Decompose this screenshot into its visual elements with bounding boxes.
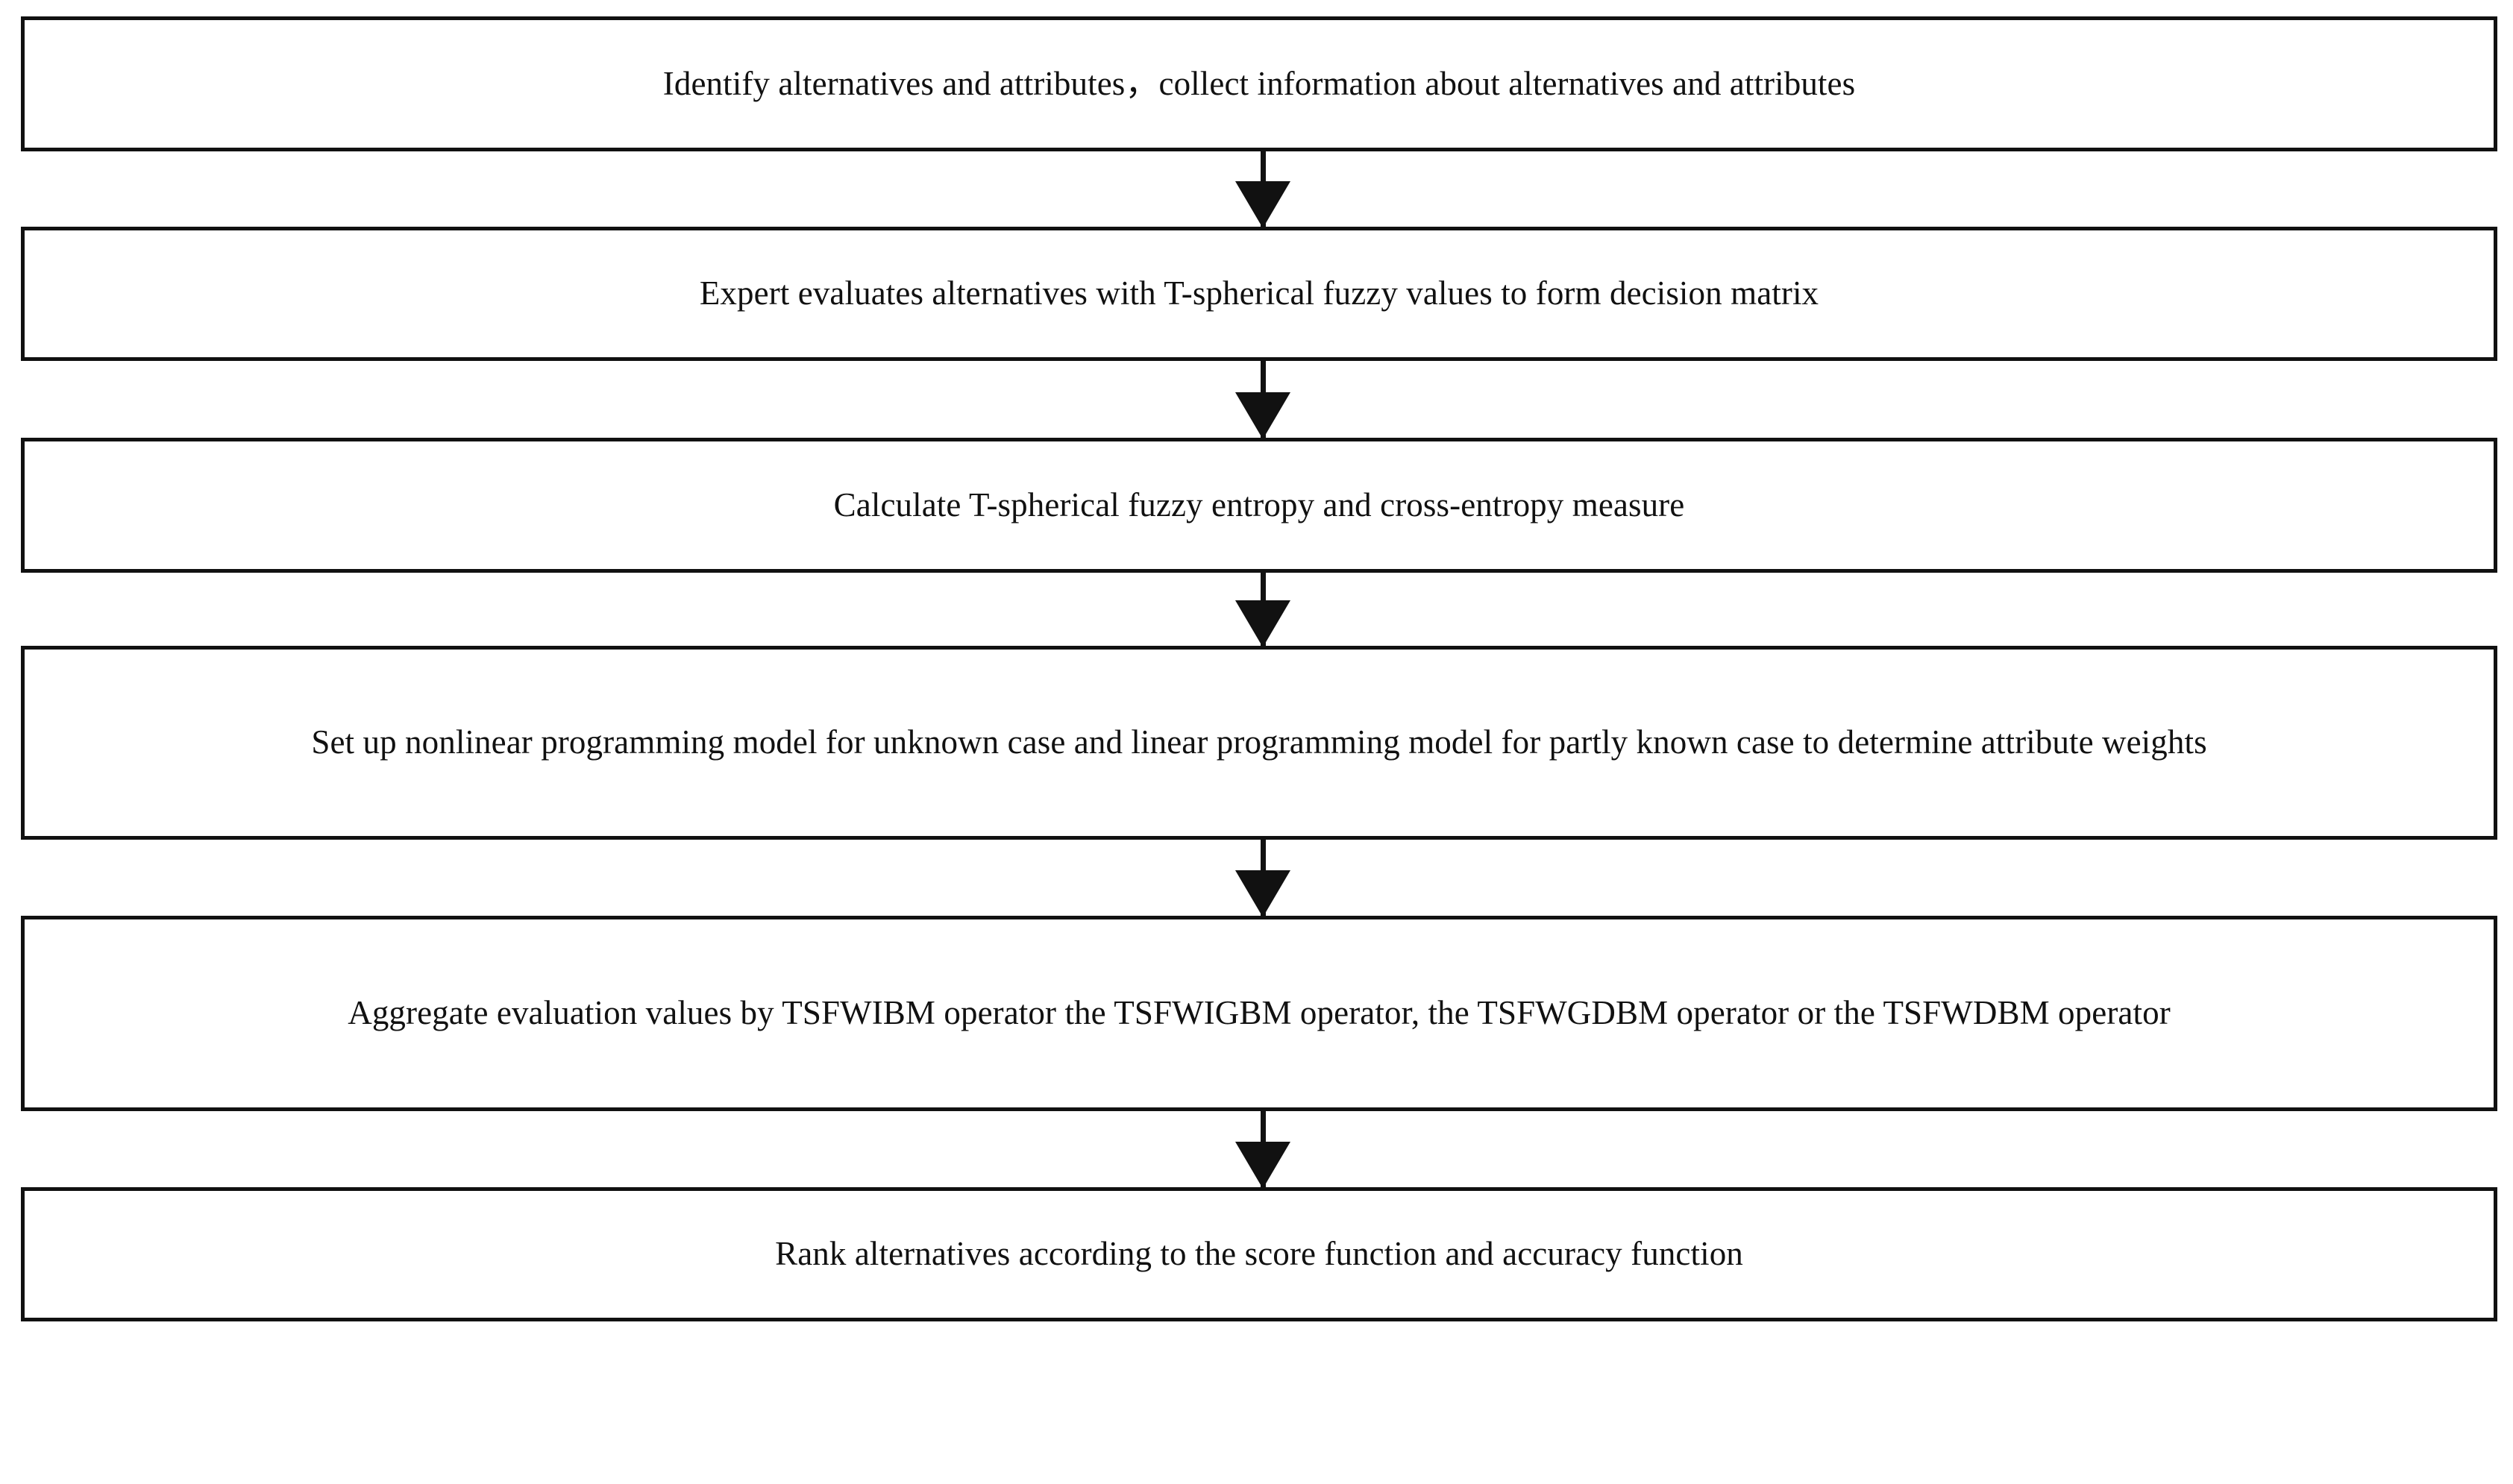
flow-node-expert-evaluates-alternatives[interactable]: Expert evaluates alternatives with T-sph… [21, 227, 2497, 361]
flow-node-rank-alternatives[interactable]: Rank alternatives according to the score… [21, 1187, 2497, 1321]
flow-node-label: Identify alternatives and attributes，col… [662, 64, 1856, 102]
arrow-down-icon [1235, 600, 1290, 647]
flow-arrow-step5-to-step6 [21, 1111, 2497, 1189]
flow-node-label: Rank alternatives according to the score… [775, 1235, 1743, 1273]
flow-node-identify-alternatives-and-attributes[interactable]: Identify alternatives and attributes，col… [21, 16, 2497, 151]
flow-node-label: Calculate T-spherical fuzzy entropy and … [833, 485, 1685, 524]
arrow-down-icon [1235, 870, 1290, 917]
arrow-down-icon [1235, 392, 1290, 439]
arrow-down-icon [1235, 1142, 1290, 1189]
flow-arrow-step4-to-step5 [21, 840, 2497, 917]
flow-node-label: Expert evaluates alternatives with T-sph… [699, 274, 1819, 312]
flow-node-aggregate-evaluation-values[interactable]: Aggregate evaluation values by TSFWIBM o… [21, 916, 2497, 1111]
flow-node-calculate-entropy-and-cross-entropy[interactable]: Calculate T-spherical fuzzy entropy and … [21, 438, 2497, 573]
flow-node-set-up-programming-models[interactable]: Set up nonlinear programming model for u… [21, 646, 2497, 840]
flow-arrow-step1-to-step2 [21, 151, 2497, 228]
flow-arrow-step2-to-step3 [21, 361, 2497, 439]
flowchart-stage: Identify alternatives and attributes，col… [21, 16, 2497, 1468]
flow-node-label: Aggregate evaluation values by TSFWIBM o… [348, 994, 2171, 1032]
flow-arrow-step3-to-step4 [21, 573, 2497, 647]
arrow-down-icon [1235, 181, 1290, 228]
flow-node-label: Set up nonlinear programming model for u… [311, 723, 2207, 761]
